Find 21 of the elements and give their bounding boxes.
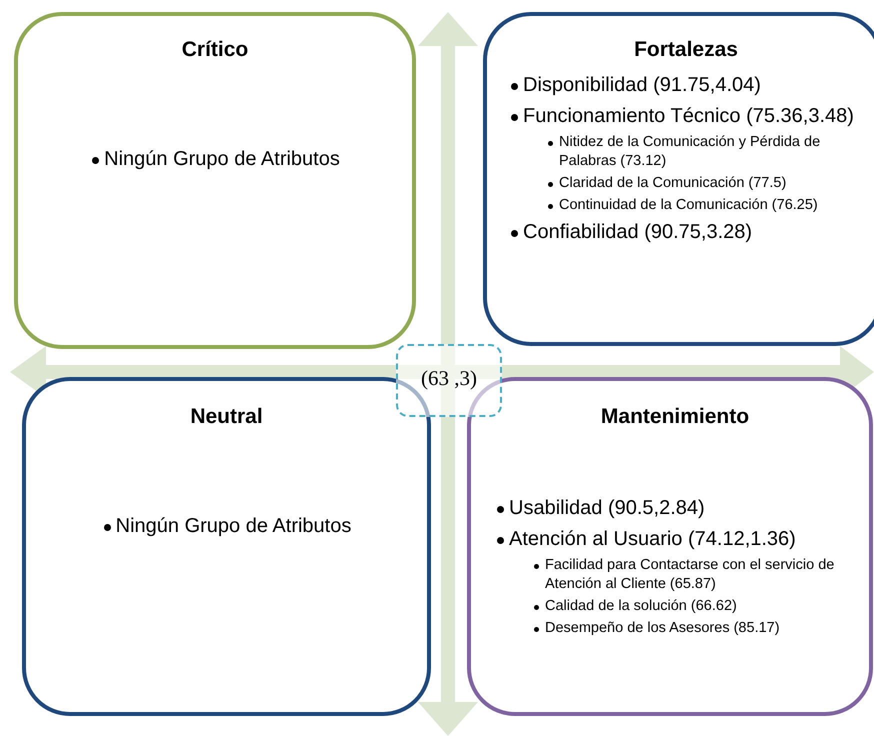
quadrant-heading: Neutral [190, 405, 263, 429]
list-item: Ningún Grupo de Atributos [102, 513, 352, 540]
list-item: Claridad de la Comunicación (77.5) [545, 174, 863, 193]
quadrant-box [14, 12, 416, 349]
quadrant-heading: Crítico [182, 38, 248, 62]
list-item: Funcionamiento Técnico (75.36,3.48) [509, 103, 863, 130]
list-item: Ningún Grupo de Atributos [90, 146, 340, 173]
quadrant-box [483, 12, 874, 346]
list-item: Confiabilidad (90.75,3.28) [509, 219, 863, 246]
list-item: Usabilidad (90.5,2.84) [495, 495, 855, 522]
origin-box [396, 344, 502, 417]
quadrant-heading: Fortalezas [633, 38, 739, 62]
origin-value: (63 ,3) [421, 366, 477, 391]
list-item: Desempeño de los Asesores (85.17) [531, 619, 855, 638]
list-item: Facilidad para Contactarse con el servicio de Atención al Cliente (65.87) [531, 556, 855, 594]
list-item: Disponibilidad (91.75,4.04) [509, 72, 863, 99]
quadrant-heading: Mantenimiento [600, 405, 750, 429]
list-item: Continuidad de la Comunicación (76.25) [545, 196, 863, 215]
list-item: Nitidez de la Comunicación y Pérdida de Palabras (73.12) [545, 133, 863, 171]
list-item: Atención al Usuario (74.12,1.36) [495, 526, 855, 553]
list-item: Calidad de la solución (66.62) [531, 597, 855, 616]
